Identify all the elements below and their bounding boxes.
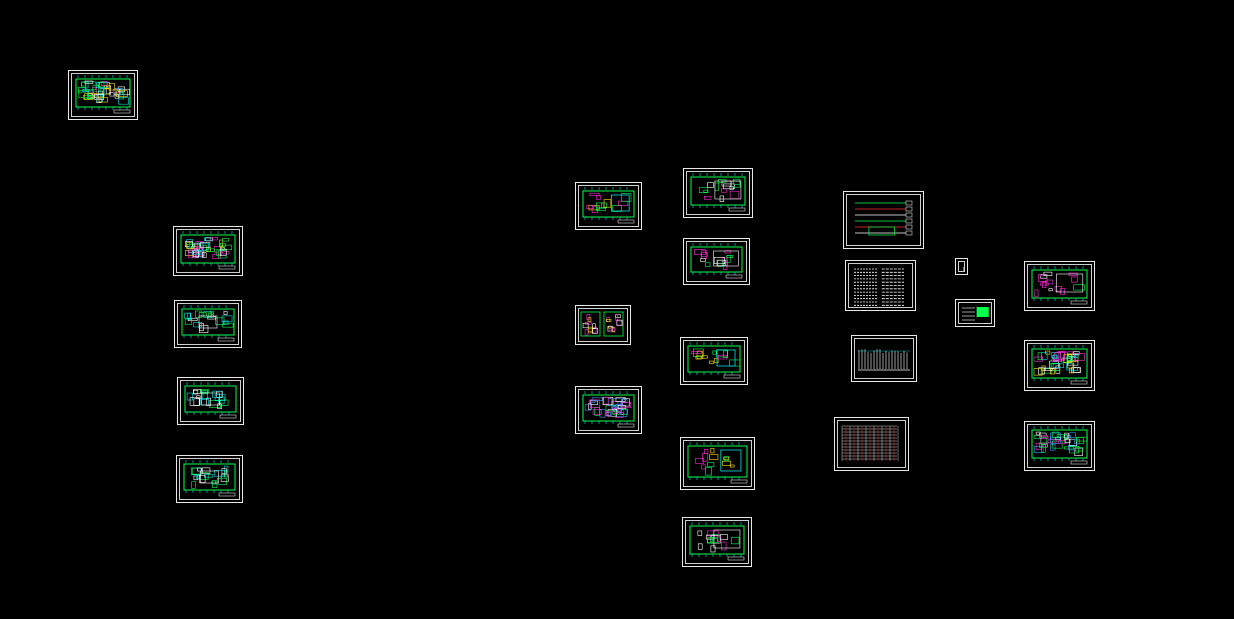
drawing-sheet-floor-plan[interactable] [680, 337, 748, 385]
drawing-sheet-detail-pair[interactable] [575, 305, 631, 345]
floor-plan-drawing [582, 391, 635, 428]
sheet-inner-border [848, 263, 913, 308]
drawing-sheet-floor-plan[interactable] [682, 517, 752, 567]
sheet-inner-border [958, 302, 992, 324]
sheet-inner-border [837, 420, 906, 468]
drawing-sheet-floor-plan[interactable] [575, 182, 642, 230]
drawing-sheet-schedule-table[interactable] [834, 417, 909, 471]
drawing-sheet-floor-plan[interactable] [683, 238, 750, 285]
sheet-inner-border [958, 261, 965, 272]
floor-plan-drawing [689, 522, 745, 561]
drawing-sheet-floor-plan[interactable] [68, 70, 138, 120]
sheet-inner-border [1027, 264, 1092, 308]
sheet-inner-border [683, 440, 752, 487]
floor-plan-drawing [1031, 266, 1088, 305]
drawing-sheet-floor-plan[interactable] [177, 377, 244, 425]
sheet-inner-border [176, 229, 240, 273]
floor-plan-drawing [180, 231, 236, 270]
drawing-sheet-floor-plan[interactable] [174, 300, 242, 348]
drawing-sheet-floor-plan[interactable] [680, 437, 755, 490]
floor-plan-drawing [181, 305, 235, 342]
sheet-inner-border [578, 389, 639, 431]
drawing-sheet-notes[interactable] [845, 260, 916, 311]
drawing-sheet-system-diagram[interactable] [843, 191, 924, 249]
legend-swatch-drawing [963, 267, 964, 271]
floor-plan-drawing [687, 342, 741, 379]
floor-plan-drawing [582, 187, 635, 224]
sheet-inner-border [71, 73, 135, 117]
sheet-inner-border [179, 458, 240, 500]
floor-plan-drawing [687, 442, 748, 484]
drawing-sheet-legend[interactable] [955, 299, 995, 327]
drawing-sheet-elevation[interactable] [851, 335, 917, 382]
drawing-sheet-floor-plan[interactable] [575, 386, 642, 434]
drawing-sheet-floor-plan[interactable] [1024, 340, 1095, 391]
elevation-drawing [858, 349, 910, 371]
floor-plan-drawing [1031, 426, 1088, 465]
floor-plan-drawing [1031, 345, 1088, 385]
sheet-inner-border [854, 338, 914, 379]
drawing-sheet-floor-plan[interactable] [173, 226, 243, 276]
legend-table-drawing [962, 307, 989, 321]
system-diagram-drawing [855, 200, 913, 236]
floor-plan-drawing [75, 75, 131, 114]
sheet-inner-border [686, 241, 747, 282]
floor-plan-drawing [690, 243, 743, 279]
notes-sheet-drawing [854, 268, 904, 306]
sheet-inner-border [177, 303, 239, 345]
drawing-sheet-floor-plan[interactable] [176, 455, 243, 503]
floor-plan-drawing [184, 382, 237, 419]
schedule-table-drawing [841, 425, 899, 461]
sheet-inner-border [846, 194, 921, 246]
legend-swatch[interactable] [955, 258, 968, 275]
floor-plan-drawing [690, 173, 746, 212]
sheet-inner-border [685, 520, 749, 564]
sheet-inner-border [1027, 424, 1092, 468]
floor-plan-drawing [183, 460, 236, 497]
sheet-inner-border [1027, 343, 1092, 388]
sheet-inner-border [578, 185, 639, 227]
sheet-inner-border [683, 340, 745, 382]
drawing-sheet-floor-plan[interactable] [683, 168, 753, 218]
sheet-inner-border [686, 171, 750, 215]
drawing-sheet-floor-plan[interactable] [1024, 421, 1095, 471]
drawing-sheet-floor-plan[interactable] [1024, 261, 1095, 311]
sheet-inner-border [578, 308, 628, 342]
detail-pair-drawing [580, 311, 624, 337]
sheet-inner-border [180, 380, 241, 422]
